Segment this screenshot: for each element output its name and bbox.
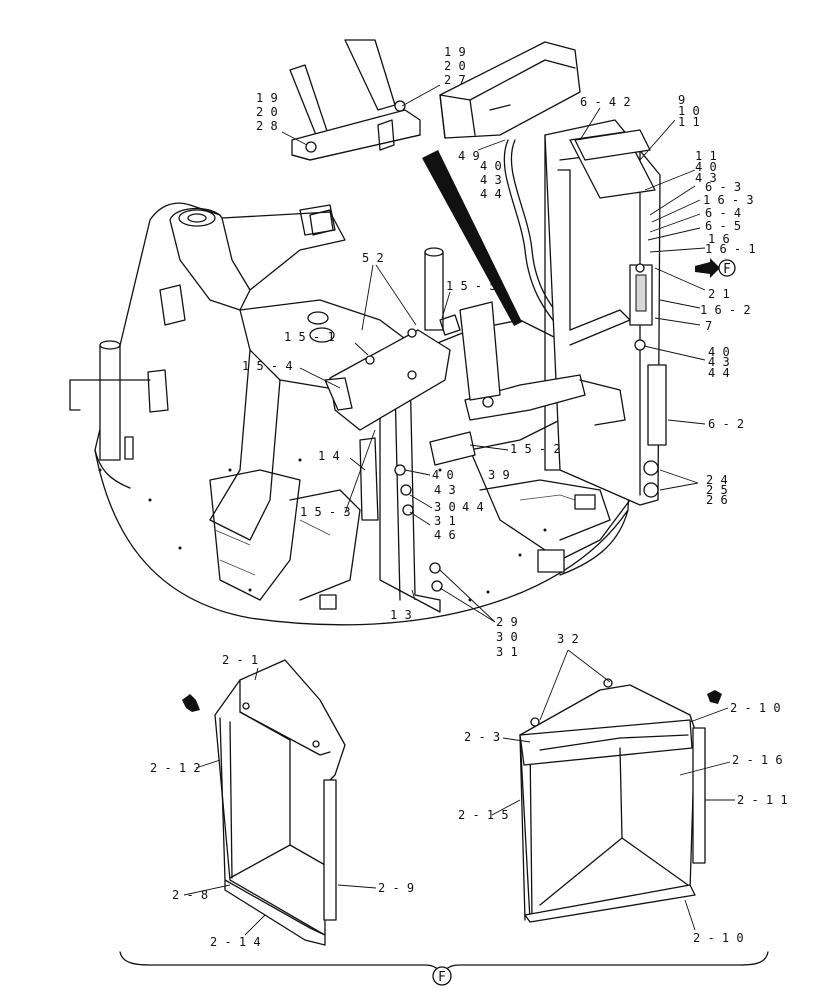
callout: 1 1 xyxy=(678,115,700,129)
callout: 6 - 4 2 xyxy=(580,95,631,109)
view-f-marker-bottom: F xyxy=(438,970,445,985)
callout: 1 5 - 2 xyxy=(510,442,561,456)
callout: 6 - 2 xyxy=(708,417,744,431)
callout: 5 2 xyxy=(362,251,384,265)
callout: 1 5 - 4 xyxy=(242,359,293,373)
leader-lines xyxy=(183,84,735,936)
callout: 2 - 1 0 xyxy=(693,931,744,945)
callout: 1 5 - 5 xyxy=(446,279,497,293)
callout: 4 0 xyxy=(480,159,502,173)
top-duct-box xyxy=(439,41,581,139)
callout: 2 - 3 xyxy=(464,730,500,744)
callout: 3 1 xyxy=(496,645,518,659)
callout: 3 0 xyxy=(496,630,518,644)
callout: 3 0 xyxy=(434,500,456,514)
callout: 2 - 1 4 xyxy=(210,935,261,949)
callout: 1 1 xyxy=(695,149,717,163)
callout: 2 9 xyxy=(496,615,518,629)
callout: 1 5 - 1 xyxy=(284,330,335,344)
callout: 4 3 xyxy=(480,173,502,187)
callout: 1 6 - 1 xyxy=(705,242,756,256)
callout: 1 9 xyxy=(256,91,278,105)
callout: 1 6 - 3 xyxy=(703,193,754,207)
callout: 1 9 xyxy=(444,45,466,59)
callout: 2 1 xyxy=(708,287,730,301)
callout: 4 3 xyxy=(434,483,456,497)
callout: 2 0 xyxy=(256,105,278,119)
callout: 4 4 xyxy=(462,500,484,514)
callout: 7 xyxy=(705,319,712,333)
part-callouts: 1 9 2 0 2 7 1 9 2 0 2 8 6 - 4 2 9 1 0 1 … xyxy=(150,45,788,949)
callout: 1 5 - 3 xyxy=(300,505,351,519)
callout: 2 - 1 0 xyxy=(730,701,781,715)
callout: 3 1 xyxy=(434,514,456,528)
callout: 1 4 xyxy=(318,449,340,463)
callout: 1 6 xyxy=(708,232,730,246)
callout: 2 - 1 5 xyxy=(458,808,509,822)
callout: 6 - 4 xyxy=(705,206,741,220)
callout: 2 0 xyxy=(444,59,466,73)
callout: 3 9 xyxy=(488,468,510,482)
callout: 4 0 xyxy=(432,468,454,482)
callout: 1 3 xyxy=(390,608,412,622)
callout: 2 - 1 1 xyxy=(737,793,788,807)
callout: 6 - 3 xyxy=(705,180,741,194)
callout: 4 0 xyxy=(708,345,730,359)
radiator-mount-frame xyxy=(459,119,667,506)
callout: 2 4 xyxy=(706,473,728,487)
callout: 2 - 1 2 xyxy=(150,761,201,775)
view-f-indicator-bottom: F xyxy=(432,966,452,986)
callout: 2 8 xyxy=(256,119,278,133)
callout: 4 4 xyxy=(480,187,502,201)
callout: 4 0 xyxy=(695,160,717,174)
top-mount-bracket xyxy=(289,39,421,161)
callout: 1 0 xyxy=(678,104,700,118)
callout: 4 6 xyxy=(434,528,456,542)
callout: 4 4 xyxy=(708,366,730,380)
callout: 2 5 xyxy=(706,483,728,497)
callout: 2 - 9 xyxy=(378,881,414,895)
callout: 2 7 xyxy=(444,73,466,87)
assembly-pointer-wedge xyxy=(422,150,522,326)
side-bracket-assembly xyxy=(324,314,476,613)
callout: 6 - 5 xyxy=(705,219,741,233)
right-fan-shroud xyxy=(519,678,722,923)
callout: 4 3 xyxy=(695,171,717,185)
callout: 2 - 1 xyxy=(222,653,258,667)
drain-hose xyxy=(503,139,561,331)
callout: 2 6 xyxy=(706,493,728,507)
view-f-indicator-top: F xyxy=(695,258,736,278)
callout: 1 6 - 2 xyxy=(700,303,751,317)
callout: 2 - 8 xyxy=(172,888,208,902)
callout: 4 3 xyxy=(708,355,730,369)
left-fan-shroud xyxy=(182,659,346,946)
callout: 3 2 xyxy=(557,632,579,646)
view-f-marker-top: F xyxy=(723,262,730,277)
callout: 4 9 xyxy=(458,149,480,163)
callout: 2 - 1 6 xyxy=(732,753,783,767)
callout: 9 xyxy=(678,93,685,107)
